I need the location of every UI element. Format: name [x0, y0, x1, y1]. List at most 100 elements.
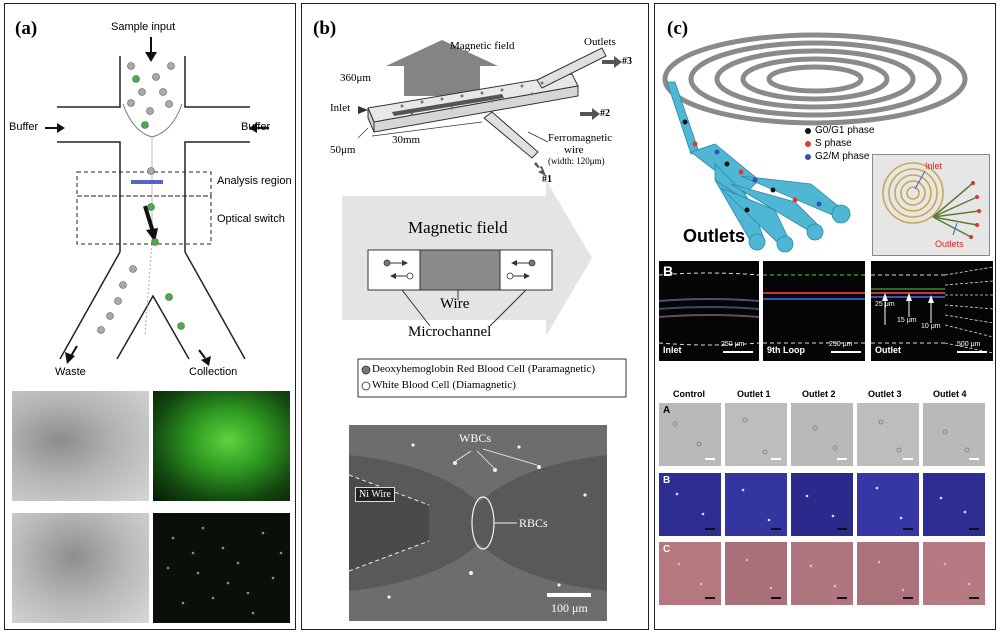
- outlet-2-arrow: [580, 108, 600, 120]
- ferro-line2: wire: [564, 144, 584, 156]
- col-header-outlet2: Outlet 2: [802, 389, 836, 399]
- legend-g2m-label: G2/M phase: [815, 151, 870, 162]
- row-b-outlet3: [857, 473, 919, 536]
- micrograph-fluorescence-1: [153, 391, 290, 501]
- outlets-label: Outlets: [584, 36, 616, 48]
- inlet-arrow: [358, 106, 368, 114]
- um10-label: 10 μm: [921, 323, 941, 330]
- panel-c: (c): [654, 3, 996, 630]
- magnetic-device-diagram: [342, 40, 627, 398]
- outlets-big-label: Outlets: [683, 226, 746, 246]
- row-b-grid-label: B: [663, 475, 671, 486]
- ferro-line1: Ferromagnetic: [548, 132, 613, 144]
- um25-label: 25 μm: [875, 301, 895, 308]
- row-a-outlet3: [857, 403, 919, 466]
- wbcs-label: WBCs: [459, 431, 492, 445]
- sparse-green-cells: [166, 526, 283, 615]
- focus-curve-left: [122, 103, 153, 138]
- micrograph-overlay: [349, 425, 607, 621]
- legend-rbc-label: Deoxyhemoglobin Red Blood Cell (Paramagn…: [372, 363, 596, 375]
- row-c-label: C: [663, 544, 671, 555]
- dim-50-label: 50μm: [330, 144, 356, 156]
- scale-bar: [547, 593, 591, 597]
- outlet-branch-3: [536, 47, 607, 89]
- legend-box: [357, 358, 627, 398]
- inset-spiral: [882, 162, 981, 239]
- micro-inlet-image: B Inlet 250 μm: [659, 261, 759, 361]
- legend-s-label: S phase: [815, 138, 852, 149]
- legend-wbc-marker: [361, 381, 371, 391]
- row-a-outlet1: [725, 403, 787, 466]
- micro-outlet-lines: [871, 266, 993, 354]
- col-header-outlet1: Outlet 1: [737, 389, 771, 399]
- legend-dot-g0g1: [805, 128, 811, 134]
- micro-loop-lines: [763, 274, 865, 353]
- sample-input-arrowhead: [145, 52, 157, 62]
- panel-c-label: (c): [667, 18, 689, 39]
- optical-switch-label: Optical switch: [217, 213, 285, 225]
- magnetic-field-arrow: [386, 40, 498, 96]
- collection-arrowhead: [201, 356, 211, 366]
- inlet-label: Inlet: [330, 102, 351, 114]
- waste-arrowhead: [65, 352, 75, 364]
- row-b-outlet4: [923, 473, 985, 536]
- mag-field-box-label: Magnetic field: [408, 218, 508, 237]
- micro-outlet-image: Outlet 25 μm 15 μm 10 μm 500 μm: [871, 261, 993, 361]
- row-c-outlet2: [791, 542, 853, 605]
- ni-wire-label: Ni Wire: [355, 487, 395, 502]
- outlet-bulbs: [748, 204, 851, 253]
- row-c-control: [659, 542, 721, 605]
- row-c-outlet1: [725, 542, 787, 605]
- channel-walls: [57, 56, 250, 360]
- ferro-line3: (width: 120μm): [548, 156, 605, 166]
- buffer-right-label: Buffer: [241, 121, 271, 133]
- cells: [97, 62, 185, 334]
- outlet-1-arrow: [534, 162, 546, 176]
- focus-curve-right: [151, 103, 183, 138]
- scale-500-label: 500 μm: [957, 341, 981, 348]
- channel-cells: [682, 119, 822, 213]
- buffer-left-arrowhead: [57, 123, 65, 133]
- device-inset-photo: Inlet Outlets: [872, 154, 990, 256]
- dim-30mm-label: 30mm: [392, 134, 421, 146]
- outlet-3-label: #3: [622, 56, 632, 67]
- collection-label: Collection: [189, 366, 238, 378]
- wire-label: Wire: [440, 296, 470, 312]
- micrograph-brightfield-2: [12, 513, 149, 623]
- optical-switch-box: [76, 195, 212, 245]
- panel-b: (b): [301, 3, 649, 630]
- ni-wire-strip: [392, 94, 504, 116]
- outlet-1-label: #1: [542, 174, 552, 185]
- row-c-outlet4: [923, 542, 985, 605]
- row-b-label: B: [663, 263, 674, 279]
- row-a-control: [659, 403, 721, 466]
- legend-dot-g2m: [805, 154, 811, 160]
- micro-inlet-label: Inlet: [663, 345, 682, 355]
- row-a-outlet4: [923, 403, 985, 466]
- row-b-outlet2: [791, 473, 853, 536]
- row-a-outlet2: [791, 403, 853, 466]
- laser-bar: [131, 180, 163, 184]
- micrograph-brightfield-1: [12, 391, 149, 501]
- scale-250-1-label: 250 μm: [721, 341, 745, 348]
- channel-particles: [400, 81, 544, 116]
- stream-waste: [144, 243, 153, 335]
- micrograph-rbc-wbc: WBCs Ni Wire RBCs 100 μm: [349, 425, 607, 621]
- microchannel-label: Microchannel: [408, 324, 492, 340]
- buffer-left-label: Buffer: [9, 121, 39, 133]
- spiral-device: [662, 32, 968, 253]
- legend-g0g1-label: G0/G1 phase: [815, 125, 875, 136]
- sorter-diagram: [45, 37, 269, 366]
- col-header-outlet4: Outlet 4: [933, 389, 967, 399]
- inset-outlets-label: Outlets: [935, 239, 964, 249]
- panel-b-label: (b): [313, 18, 337, 39]
- wire-cross-section: [419, 249, 501, 291]
- legend-dot-s: [805, 141, 811, 147]
- row-b-outlet1: [725, 473, 787, 536]
- rbc-ellipse: [471, 496, 495, 550]
- micro-inlet-lines: [659, 272, 759, 353]
- row-a-label: A: [663, 405, 671, 416]
- waste-label: Waste: [55, 366, 86, 378]
- legend-rbc-marker: [361, 365, 371, 375]
- dim-360-label: 360μm: [340, 72, 371, 84]
